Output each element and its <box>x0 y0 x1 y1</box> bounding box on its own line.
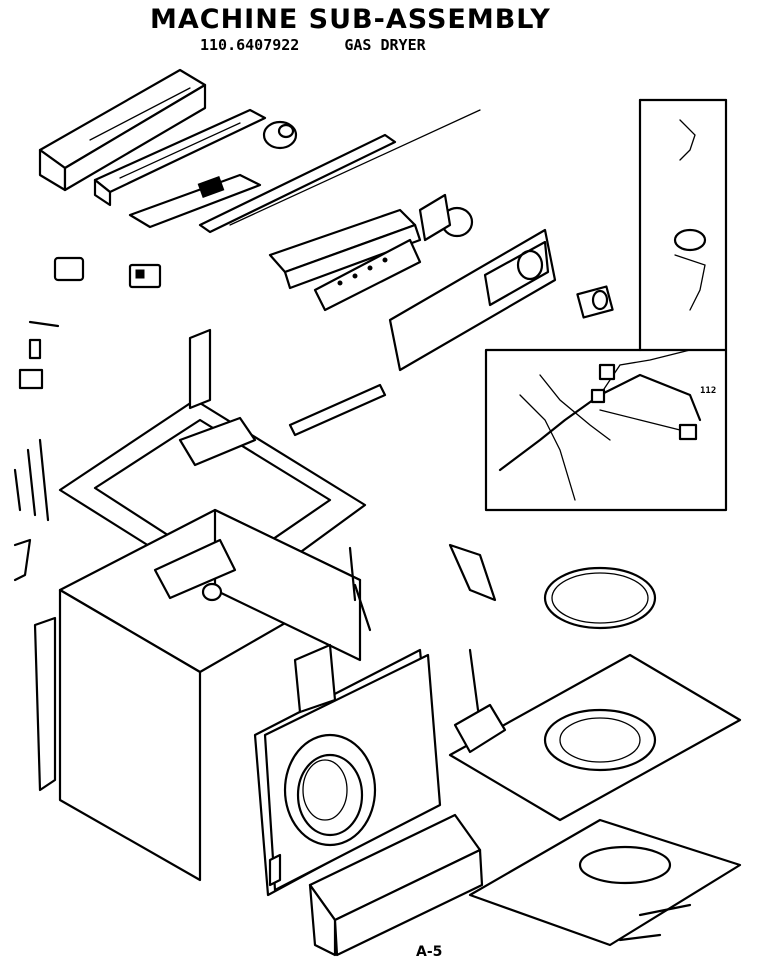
product-name: GAS DRYER <box>344 36 426 54</box>
page-subtitle: 110.6407922 GAS DRYER <box>200 36 462 54</box>
console-back-panel <box>93 108 267 207</box>
console-long-rail <box>198 109 481 234</box>
inset-label: 112 <box>700 386 716 396</box>
support-rods-left <box>13 438 50 582</box>
switch-plate <box>128 173 262 229</box>
blower-housing <box>418 193 474 242</box>
console-top-panel <box>38 68 207 192</box>
lamp-assembly <box>288 383 387 437</box>
front-panel <box>253 648 442 897</box>
exhaust-duct <box>153 538 237 602</box>
small-hardware-left <box>18 320 60 390</box>
wiring-harness-inset: 112 <box>484 98 728 512</box>
rear-bulkhead <box>448 653 742 822</box>
page-number: A-5 <box>416 944 443 960</box>
model-number: 110.6407922 <box>200 36 300 54</box>
leveling-leg <box>618 903 692 942</box>
gas-valve-small <box>576 285 614 319</box>
page-title: MACHINE SUB-ASSEMBLY <box>150 4 551 35</box>
control-panel-front <box>268 208 422 312</box>
front-bulkhead-bracket <box>348 546 372 632</box>
timer-motor <box>262 120 298 150</box>
door-switch <box>53 256 162 289</box>
drum-seal-ring <box>543 566 657 630</box>
burner-assembly <box>448 543 507 754</box>
door-hinge-bracket <box>268 643 337 887</box>
console-end-cap-right <box>388 228 557 372</box>
toe-panel <box>308 813 484 957</box>
wire-connectors-column <box>673 119 707 311</box>
base-plate <box>468 818 742 947</box>
